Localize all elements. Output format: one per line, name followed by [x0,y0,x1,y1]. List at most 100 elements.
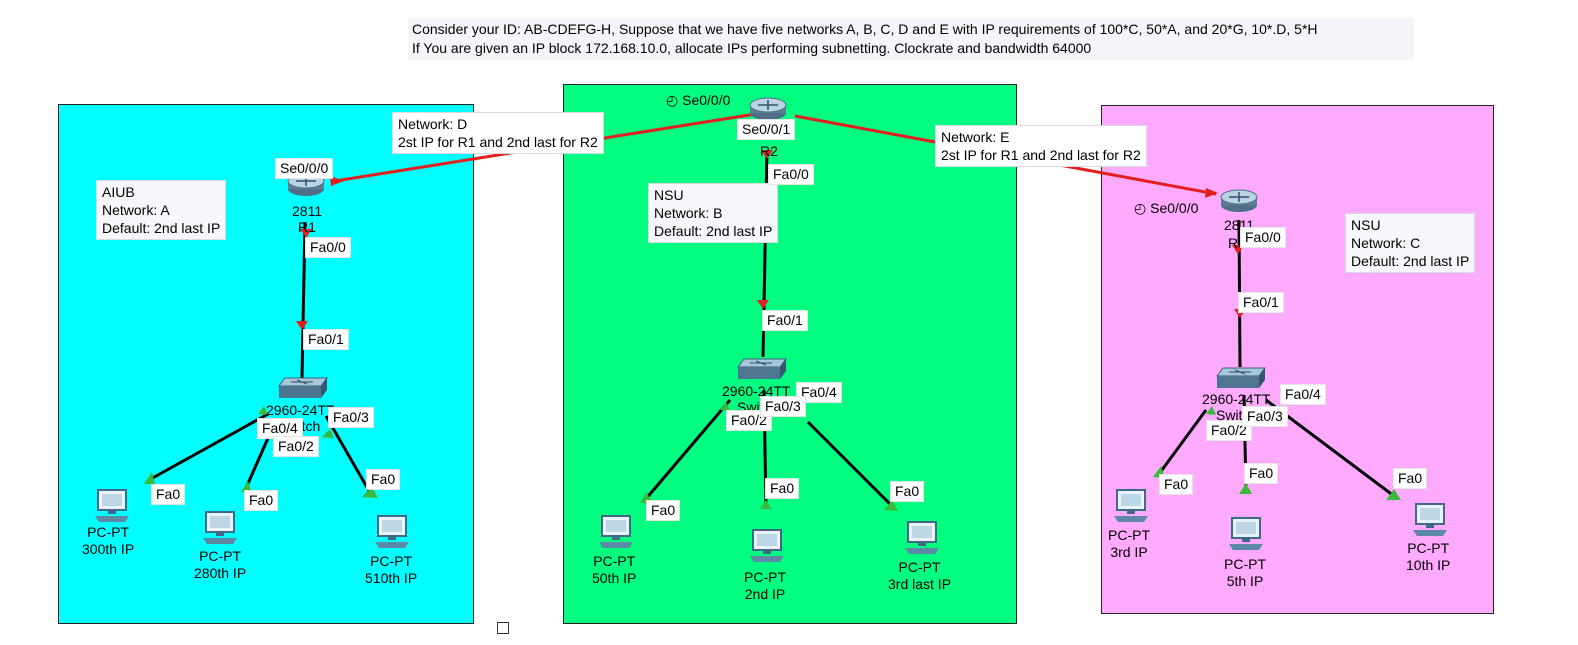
sw-c-port-1: Fa0/4 [1280,384,1326,405]
pc-c2-port: Fa0 [1244,463,1279,484]
pc-icon[interactable] [747,528,787,564]
instructions-line-1: Consider your ID: AB-CDEFG-H, Suppose th… [412,21,1318,37]
sw-c-port-2: Fa0/2 [1206,420,1252,441]
port-marker [1386,489,1401,500]
port-marker [757,300,769,309]
network-a-note[interactable]: AIUB Network: A Default: 2nd last IP [96,180,227,240]
instructions-line-2: If You are given an IP block 172.168.10.… [412,40,1092,56]
port-marker [330,176,344,186]
sw-a-uplink-label: Fa0/1 [303,329,349,350]
pc-a3-port: Fa0 [366,469,401,490]
network-c-default: Default: 2nd last IP [1351,253,1470,269]
pc-a2-port: Fa0 [244,490,279,511]
port-marker [1239,483,1252,494]
pc-icon[interactable] [1226,516,1266,552]
network-d-note[interactable]: Network: D 2st IP for R1 and 2nd last fo… [392,112,604,154]
link-sw-b-pc3[interactable] [806,420,895,509]
pc-icon[interactable] [372,514,412,550]
network-a-org: AIUB [102,184,135,200]
sw-c-port-3: Fa0/3 [1242,406,1288,427]
network-c-note[interactable]: NSU Network: C Default: 2nd last IP [1345,213,1476,273]
network-b-note[interactable]: NSU Network: B Default: 2nd last IP [648,183,779,243]
pc-icon[interactable] [596,514,636,550]
pc-a1-port: Fa0 [151,484,186,505]
r1-model: 2811 [292,203,323,219]
sw-b-port-3: Fa0/3 [760,396,806,417]
r1-serial-label: Se0/0/0 [275,158,334,179]
pc-icon[interactable] [200,510,240,546]
network-a-name: Network: A [102,202,170,218]
router-icon[interactable] [1218,186,1260,216]
network-b-name: Network: B [654,205,723,221]
port-marker [144,472,155,484]
switch-icon[interactable] [277,376,329,400]
pc-icon[interactable] [1111,488,1151,524]
pc-icon[interactable] [92,488,132,524]
port-marker [258,406,268,415]
r3-fa-label: Fa0/0 [1240,227,1286,248]
switch-icon[interactable] [1215,366,1267,390]
r1-name: R1 [298,219,316,235]
port-marker [1205,188,1218,198]
network-b-default: Default: 2nd last IP [654,223,773,239]
port-marker [296,321,308,330]
port-marker [322,429,334,438]
link-sw-c-pc1[interactable] [1157,409,1208,475]
pc-b1-port: Fa0 [646,500,681,521]
network-e-note[interactable]: Network: E 2st IP for R1 and 2nd last fo… [935,125,1147,167]
port-marker [884,500,898,511]
r2-fa-label: Fa0/0 [768,164,814,185]
switch-icon[interactable] [736,357,788,381]
port-marker [362,487,378,498]
sw-c-model: 2960-24TT [1202,391,1271,407]
pc-b3-port: Fa0 [890,481,925,502]
link-sw-a-pc1[interactable] [148,412,269,482]
network-c-area[interactable] [1101,105,1494,614]
instructions-box: Consider your ID: AB-CDEFG-H, Suppose th… [408,18,1414,60]
pc-b2-port: Fa0 [765,478,800,499]
network-a-default: Default: 2nd last IP [102,220,221,236]
sw-c-uplink-label: Fa0/1 [1238,292,1284,313]
pc-c1-port: Fa0 [1159,474,1194,495]
r2-name: R2 [760,143,778,159]
network-c-name: Network: C [1351,235,1421,251]
network-e-assignment: 2st IP for R1 and 2nd last for R2 [941,147,1141,163]
link-r1-sw-a[interactable] [300,221,307,379]
link-sw-a-pc3[interactable] [324,415,374,497]
sw-a-model: 2960-24TT [266,402,335,418]
port-marker [1206,406,1216,415]
pc-icon[interactable] [1410,502,1450,538]
port-marker [300,229,312,238]
port-marker [760,500,772,509]
pc-c3-port: Fa0 [1393,468,1428,489]
sw-a-port-3: Fa0/3 [328,407,374,428]
r1-fa-label: Fa0/0 [305,237,351,258]
clock-icon: ◴ [1134,200,1147,216]
sw-a-port-2: Fa0/2 [273,436,319,457]
network-b-org: NSU [654,187,684,203]
network-c-org: NSU [1351,217,1381,233]
clock-icon: ◴ [666,92,679,108]
r3-serial-label: ◴ Se0/0/0 [1134,200,1199,216]
r2-serial-top-label: ◴ Se0/0/0 [666,92,731,108]
sw-b-model: 2960-24TT [722,383,791,399]
network-e-name: Network: E [941,129,1010,145]
network-d-assignment: 2st IP for R1 and 2nd last for R2 [398,134,598,150]
pc-icon[interactable] [902,520,942,556]
small-checkbox[interactable] [497,622,509,634]
sw-b-uplink-label: Fa0/1 [762,310,808,331]
router-icon[interactable] [747,94,789,124]
port-marker [720,402,730,411]
link-sw-b-pc1[interactable] [643,399,732,501]
network-d-name: Network: D [398,116,468,132]
r2-serial-bottom-label: Se0/0/1 [737,119,796,140]
